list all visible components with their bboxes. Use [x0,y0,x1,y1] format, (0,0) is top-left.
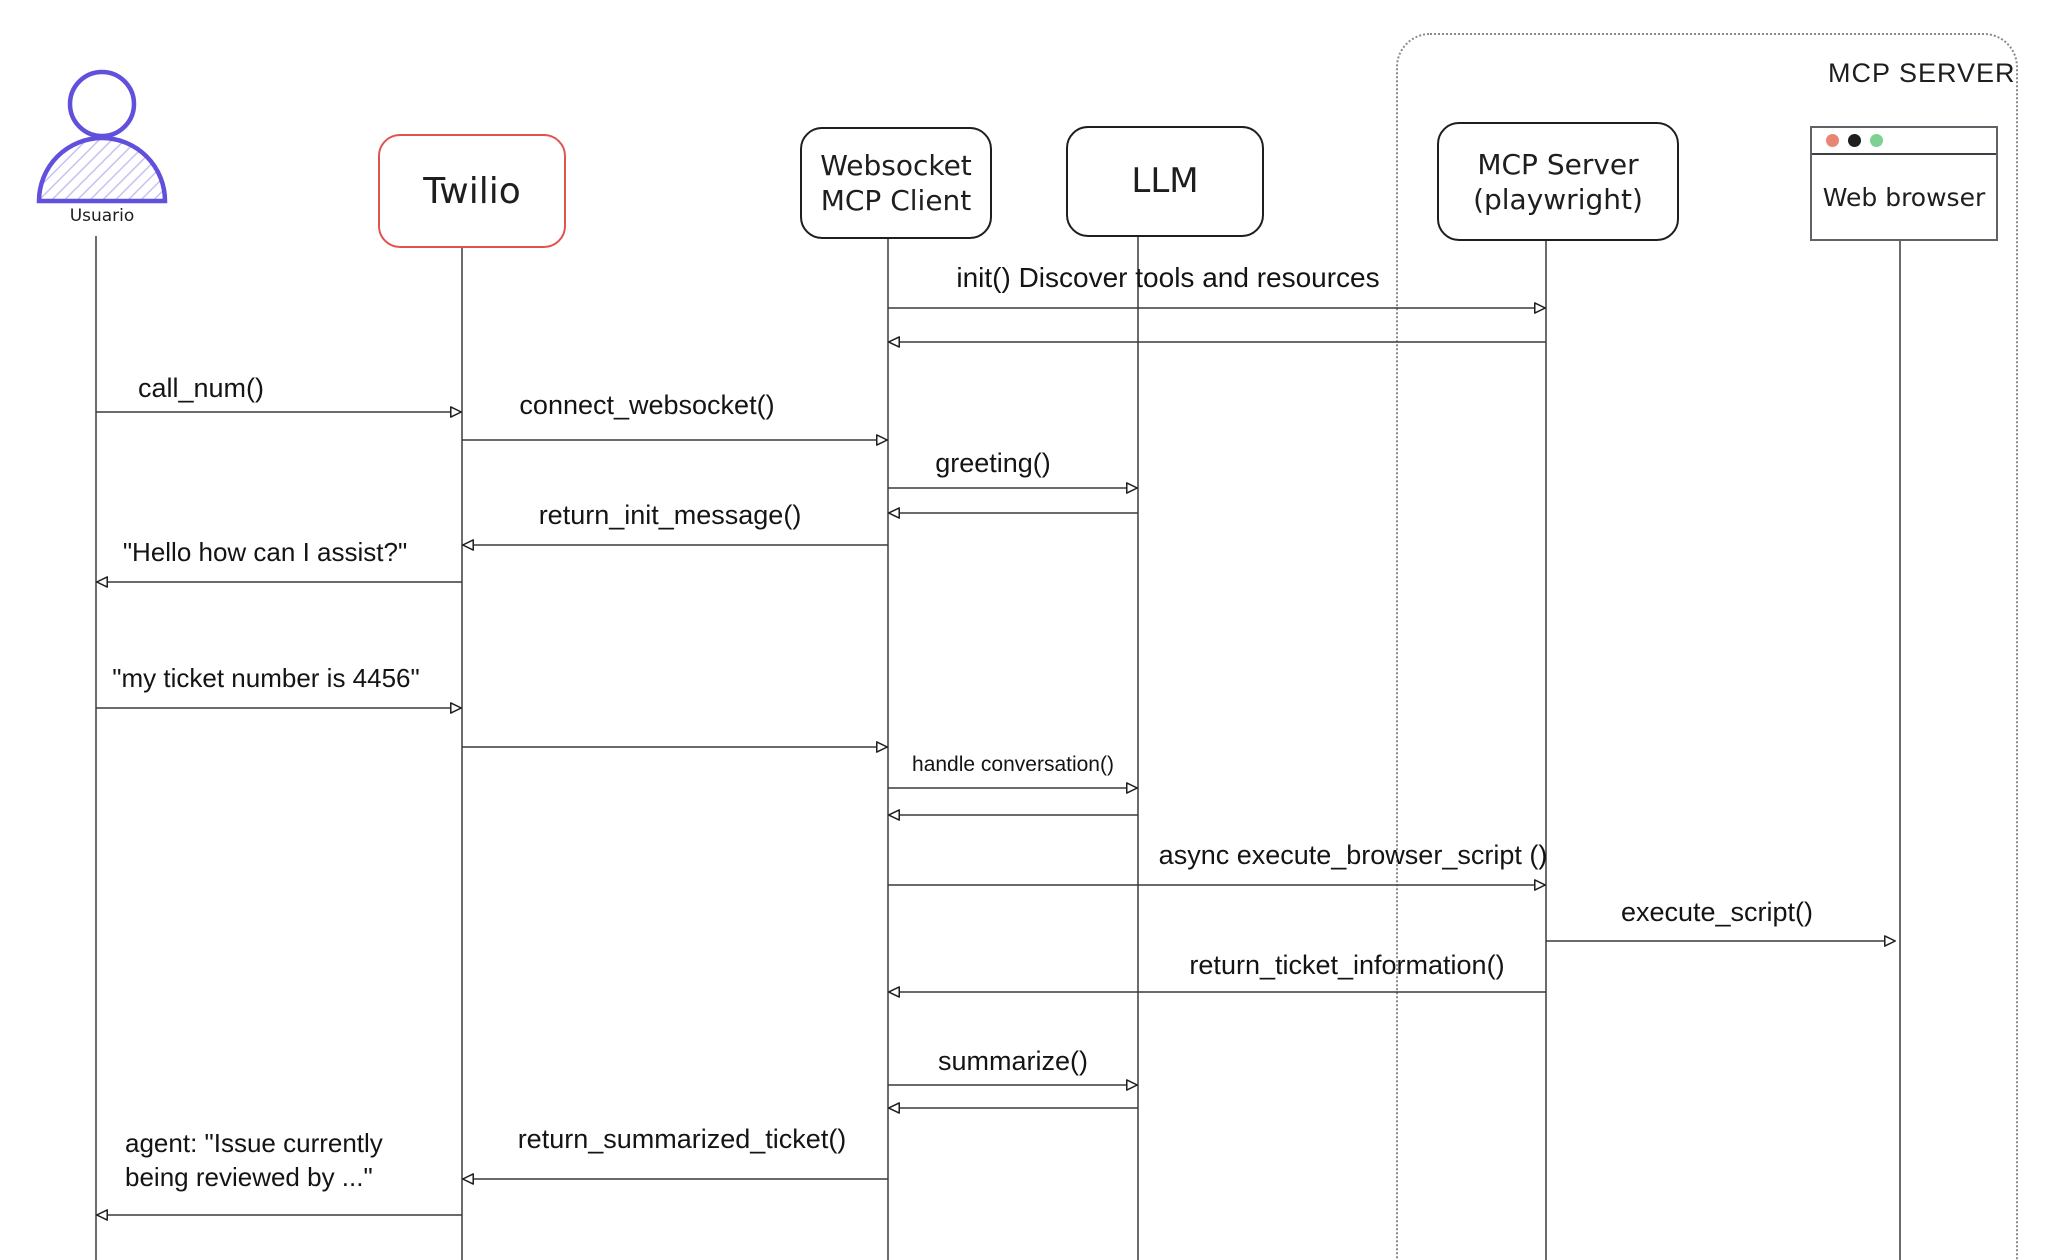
actor-label-mcp-server: MCP Server (playwright) [1473,147,1643,216]
browser-dot-black [1848,134,1861,147]
browser-window-icon: Web browser [1810,126,1998,241]
message-label-13: execute_script() [1620,897,1814,927]
actor-box-twilio: Twilio [378,134,566,248]
actor-label-twilio: Twilio [423,170,521,212]
actor-box-websocket-mcp-client: Websocket MCP Client [800,127,992,239]
actor-box-llm: LLM [1066,126,1264,237]
message-label-4: greeting() [935,448,1051,478]
message-label-7: "Hello how can I assist?" [122,537,408,567]
person-head [67,69,137,139]
message-label-17: return_summarized_ticket() [517,1124,847,1154]
message-label-10: handle conversation() [912,753,1114,776]
actor-label-websocket-mcp-client: Websocket MCP Client [820,149,972,217]
user-person-icon [36,69,168,204]
person-body [36,135,168,204]
message-label-2: call_num() [137,373,265,403]
mcp-server-boundary-label: MCP SERVER [1828,58,2016,88]
message-label-12: async execute_browser_script () [1158,840,1548,870]
message-label-14: return_ticket_information() [1189,950,1505,980]
message-label-6: return_init_message() [538,500,802,530]
message-label-0: init() Discover tools and resources [956,262,1380,293]
actor-label-llm: LLM [1131,161,1199,202]
actor-label-usuario: Usuario [69,206,135,226]
message-label-3: connect_websocket() [519,390,775,420]
actor-label-web-browser: Web browser [1822,182,1986,212]
browser-dot-red [1826,134,1839,147]
message-label-8: "my ticket number is 4456" [112,663,420,693]
mcp-server-boundary [1396,33,2018,1260]
actor-box-mcp-server: MCP Server (playwright) [1437,122,1679,241]
browser-titlebar [1812,128,1996,155]
browser-dot-green [1870,134,1883,147]
message-label-18: agent: "Issue currently being reviewed b… [125,1128,383,1193]
message-label-15: summarize() [937,1046,1089,1076]
